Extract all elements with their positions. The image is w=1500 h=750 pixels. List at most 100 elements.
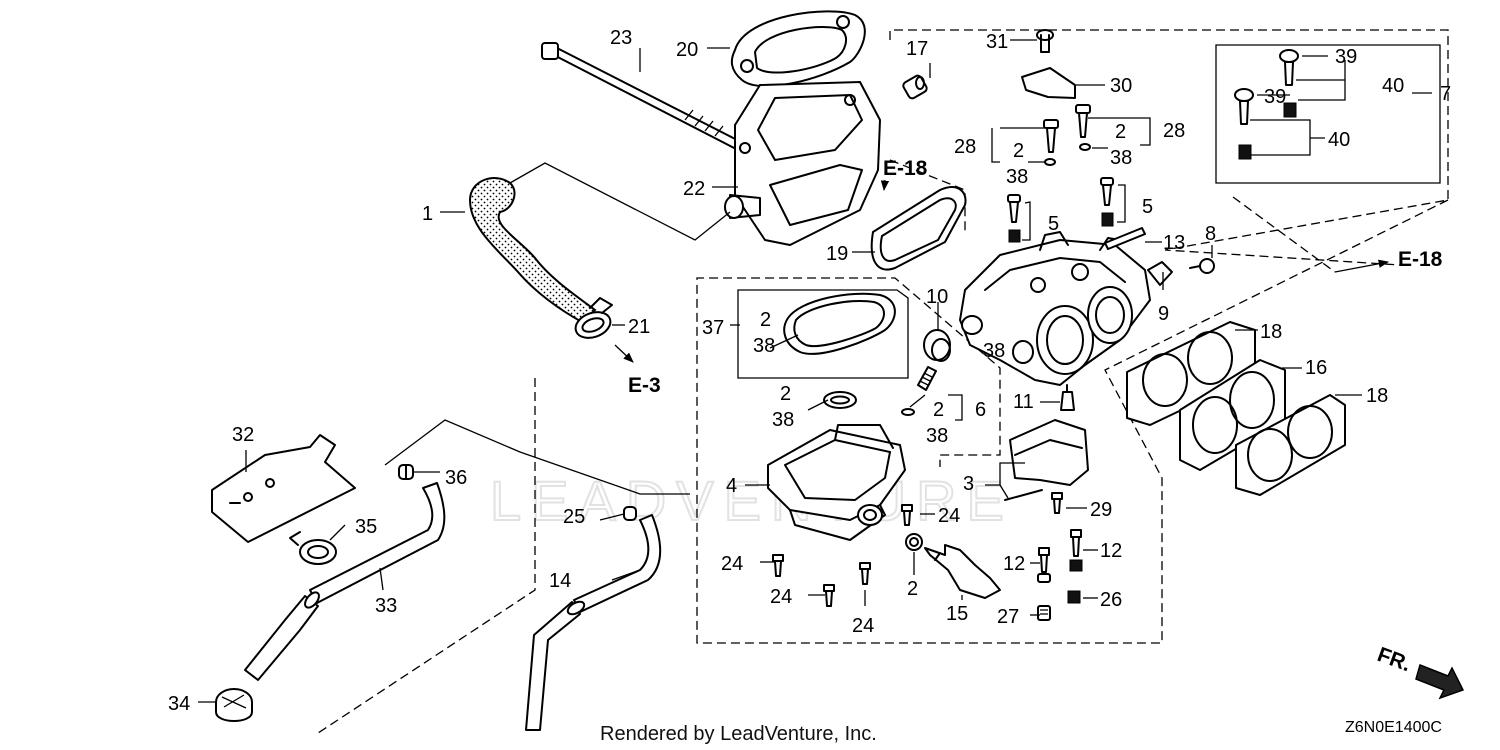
screw-29 bbox=[1051, 492, 1063, 514]
left-hose-outline bbox=[314, 378, 536, 736]
float-bowl-4 bbox=[767, 424, 906, 541]
ref-e18-top: E-18 bbox=[883, 157, 928, 180]
chamber-body-22 bbox=[724, 81, 881, 246]
screw-8 bbox=[1189, 258, 1215, 274]
label-37: 37 bbox=[702, 317, 724, 339]
label-18: 18 bbox=[1366, 385, 1388, 407]
plug-26 bbox=[1067, 590, 1081, 604]
float-3 bbox=[1004, 419, 1089, 501]
label-38: 38 bbox=[1006, 166, 1028, 188]
cover-gasket-20 bbox=[730, 10, 866, 88]
clip-35 bbox=[289, 531, 337, 565]
label-12: 12 bbox=[1100, 540, 1122, 562]
label-25: 25 bbox=[563, 506, 585, 528]
lever-9 bbox=[1147, 261, 1173, 286]
label-6: 6 bbox=[975, 399, 986, 421]
label-38: 38 bbox=[753, 335, 775, 357]
label-27: 27 bbox=[997, 606, 1019, 628]
hose-33 bbox=[244, 482, 446, 681]
label-30: 30 bbox=[1110, 75, 1132, 97]
label-2: 2 bbox=[760, 309, 771, 331]
label-12: 12 bbox=[1003, 553, 1025, 575]
label-5: 5 bbox=[1142, 196, 1153, 218]
small-clamp-36 bbox=[398, 464, 414, 480]
label-24: 24 bbox=[852, 615, 874, 637]
watermark: LEADVENTURE bbox=[490, 469, 1014, 532]
diagram-code: Z6N0E1400C bbox=[1345, 719, 1442, 736]
e18-flow-line bbox=[1232, 196, 1336, 273]
gasket-group-box bbox=[737, 289, 909, 379]
screw-28-left bbox=[1043, 119, 1059, 166]
label-40: 40 bbox=[1328, 129, 1350, 151]
label-16: 16 bbox=[1305, 357, 1327, 379]
label-28: 28 bbox=[1163, 120, 1185, 142]
plate-30 bbox=[1021, 67, 1076, 99]
label-26: 26 bbox=[1100, 589, 1122, 611]
float-needle-11 bbox=[1060, 384, 1075, 411]
label-33: 33 bbox=[375, 595, 397, 617]
credit-text: Rendered by LeadVenture, Inc. bbox=[600, 723, 877, 745]
solenoid-15 bbox=[905, 533, 1001, 599]
label-19: 19 bbox=[826, 243, 848, 265]
gasket-18-front bbox=[1235, 394, 1346, 496]
clip-25 bbox=[623, 506, 637, 521]
plug-27 bbox=[1037, 605, 1051, 621]
label-22: 22 bbox=[683, 178, 705, 200]
gasket-19 bbox=[870, 186, 967, 271]
pin-17 bbox=[902, 74, 928, 100]
jet-39-40-lower bbox=[1234, 88, 1254, 160]
label-24: 24 bbox=[721, 553, 743, 575]
screw-5-left bbox=[1007, 194, 1021, 243]
screw-12-right bbox=[1069, 529, 1083, 572]
plug-10 bbox=[923, 329, 951, 362]
label-11: 11 bbox=[1013, 391, 1034, 413]
label-40: 40 bbox=[1382, 75, 1404, 97]
label-2: 2 bbox=[1013, 140, 1024, 162]
jet-group-box bbox=[1215, 44, 1441, 184]
label-1: 1 bbox=[422, 203, 433, 225]
label-2: 2 bbox=[780, 383, 791, 405]
screw-12-left bbox=[1037, 547, 1051, 583]
label-36: 36 bbox=[445, 467, 467, 489]
label-34: 34 bbox=[168, 693, 190, 715]
label-2: 2 bbox=[933, 399, 944, 421]
label-14: 14 bbox=[549, 570, 571, 592]
fuel-hose-1 bbox=[468, 177, 597, 324]
front-direction-marker: FR. bbox=[1374, 643, 1465, 700]
screw-24-set bbox=[772, 504, 913, 607]
e18-arrow-right bbox=[1334, 259, 1390, 273]
label-3: 3 bbox=[963, 473, 974, 495]
label-10: 10 bbox=[926, 286, 948, 308]
label-18: 18 bbox=[1260, 321, 1282, 343]
leader-lines bbox=[198, 39, 1432, 703]
screw-5-right bbox=[1100, 177, 1114, 227]
label-23: 23 bbox=[610, 27, 632, 49]
label-29: 29 bbox=[1090, 499, 1112, 521]
label-38: 38 bbox=[772, 409, 794, 431]
label-2: 2 bbox=[907, 578, 918, 600]
label-7: 7 bbox=[1440, 83, 1451, 105]
e18-arrow-top bbox=[880, 179, 890, 192]
label-39: 39 bbox=[1335, 46, 1357, 68]
screw-28-right bbox=[1075, 104, 1091, 151]
hose-14 bbox=[525, 514, 662, 731]
ref-e3: E-3 bbox=[628, 374, 661, 397]
label-38: 38 bbox=[926, 425, 948, 447]
bracket-32 bbox=[211, 434, 356, 543]
label-8: 8 bbox=[1205, 223, 1216, 245]
front-marker-text: FR. bbox=[1374, 643, 1414, 676]
label-32: 32 bbox=[232, 424, 254, 446]
jet-39-40-upper bbox=[1279, 49, 1299, 118]
label-28: 28 bbox=[954, 136, 976, 158]
jet-6 bbox=[901, 366, 937, 416]
label-4: 4 bbox=[726, 475, 737, 497]
ref-e18-right: E-18 bbox=[1398, 248, 1443, 271]
carburetor-assembly-outline bbox=[696, 29, 1449, 644]
e3-arrow bbox=[614, 344, 634, 363]
label-31: 31 bbox=[986, 31, 1008, 53]
label-24: 24 bbox=[770, 586, 792, 608]
hose-clamp-21 bbox=[574, 297, 613, 339]
label-20: 20 bbox=[676, 39, 698, 61]
label-5: 5 bbox=[1048, 213, 1059, 235]
